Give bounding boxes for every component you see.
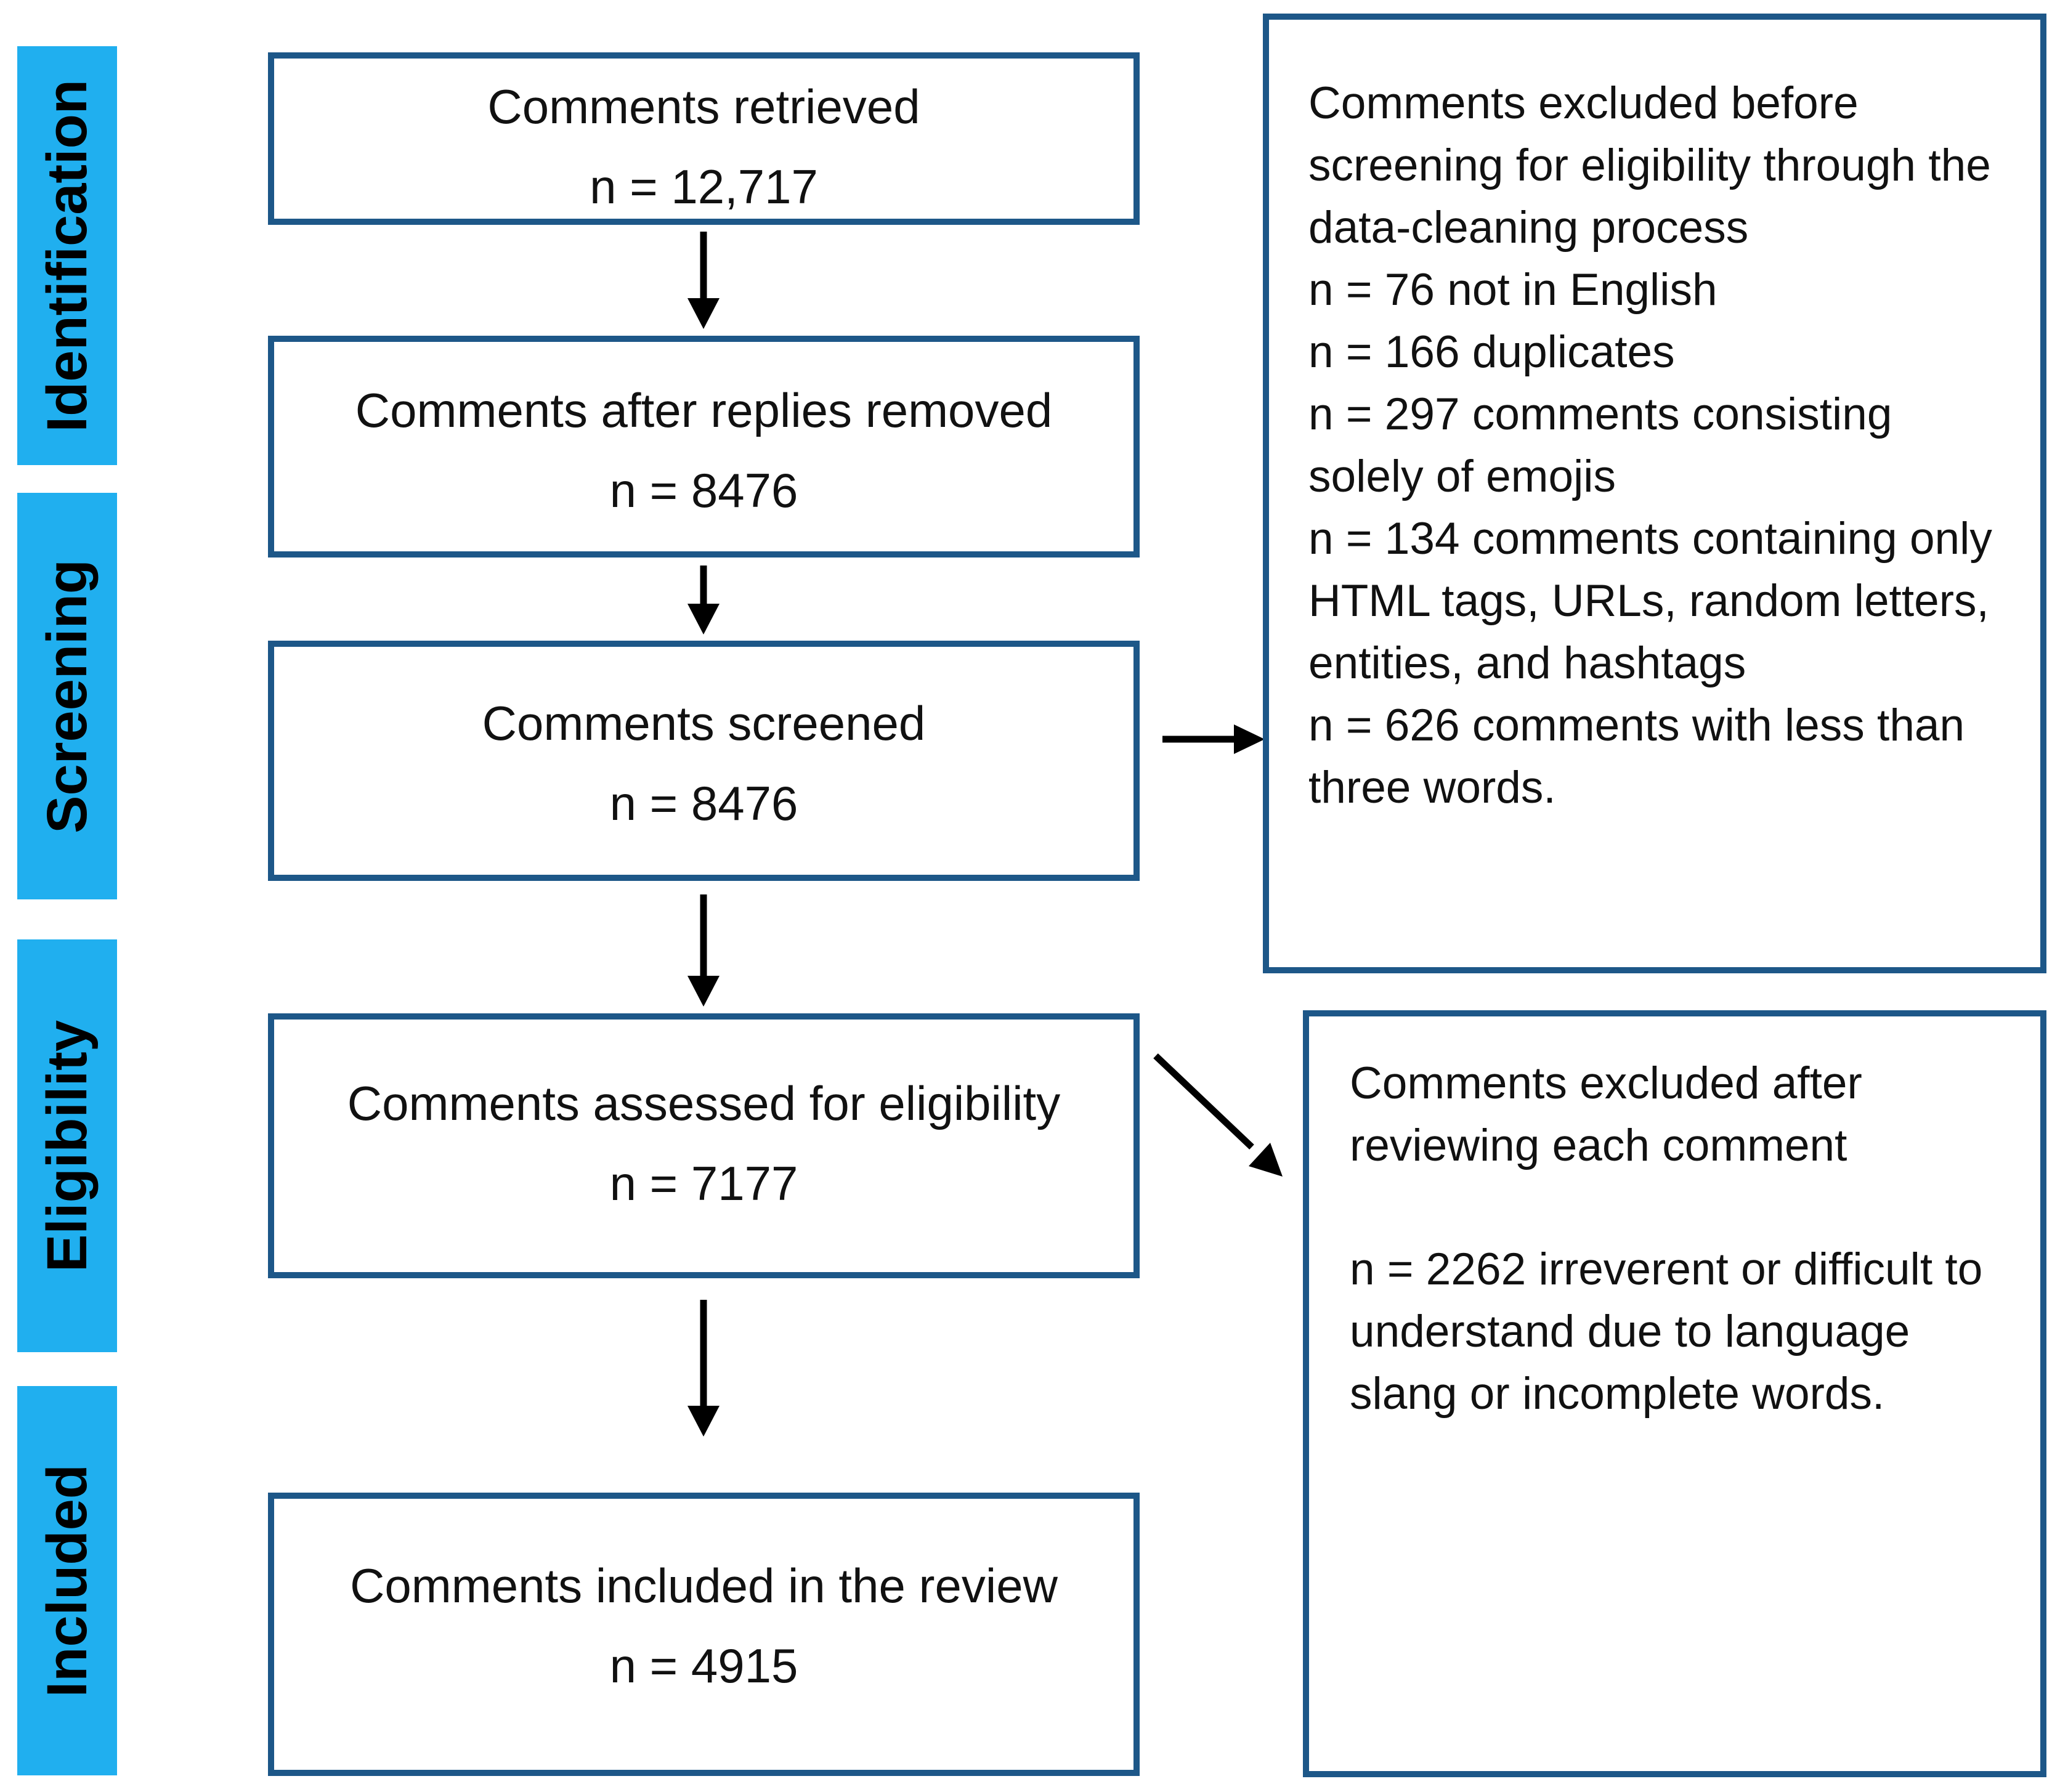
arrow-right-icon — [1162, 724, 1265, 754]
flow-box-included: Comments included in the review n = 4915 — [268, 1493, 1140, 1776]
stage-band-screening: Screening — [17, 493, 117, 899]
exclusion-text: Comments excluded before screening for e… — [1308, 78, 1991, 253]
stage-band-identification: Identification — [17, 46, 117, 465]
flow-box-label: Comments retrieved — [487, 79, 920, 134]
exclusion-text: n = 134 comments containing only HTML ta… — [1308, 514, 1992, 688]
flow-box-label: Comments included in the review — [350, 1559, 1058, 1613]
arrow-down-icon — [687, 232, 720, 329]
flow-box-count: n = 8476 — [609, 463, 798, 517]
stage-label-screening: Screening — [36, 559, 99, 833]
flow-box-replies-removed: Comments after replies removed n = 8476 — [268, 336, 1140, 557]
exclusion-text: n = 166 duplicates — [1308, 327, 1675, 377]
stage-band-included: Included — [17, 1386, 117, 1775]
flow-box-label: Comments assessed for eligibility — [347, 1076, 1061, 1130]
exclusion-text: n = 76 not in English — [1308, 265, 1717, 315]
flow-box-retrieved: Comments retrieved n = 12,717 — [268, 52, 1140, 225]
stage-label-identification: Identification — [36, 79, 99, 432]
exclusion-text: Comments excluded after reviewing each c… — [1350, 1058, 1862, 1170]
exclusion-text: n = 297 comments consisting solely of em… — [1308, 389, 1892, 501]
exclusion-text: n = 626 comments with less than three wo… — [1308, 700, 1965, 813]
flow-box-count: n = 12,717 — [590, 160, 818, 214]
exclusion-box-review: Comments excluded after reviewing each c… — [1303, 1010, 2046, 1777]
flow-box-label: Comments screened — [482, 696, 926, 750]
exclusion-text: n = 2262 irreverent or difficult to unde… — [1350, 1244, 1983, 1419]
stage-label-included: Included — [36, 1464, 99, 1698]
flow-box-count: n = 4915 — [609, 1639, 798, 1693]
flow-box-count: n = 8476 — [609, 776, 798, 830]
exclusion-box-data-cleaning: Comments excluded before screening for e… — [1263, 14, 2046, 973]
arrow-down-icon — [687, 566, 720, 634]
arrow-down-icon — [687, 894, 720, 1007]
flow-box-assessed: Comments assessed for eligibility n = 71… — [268, 1013, 1140, 1278]
flow-box-count: n = 7177 — [609, 1156, 798, 1210]
flow-box-label: Comments after replies removed — [355, 383, 1053, 437]
arrow-down-right-icon — [1153, 1053, 1283, 1177]
arrow-down-icon — [687, 1300, 720, 1437]
stage-label-eligibility: Eligibility — [36, 1020, 99, 1272]
stage-band-eligibility: Eligibility — [17, 939, 117, 1352]
flow-box-screened: Comments screened n = 8476 — [268, 641, 1140, 881]
